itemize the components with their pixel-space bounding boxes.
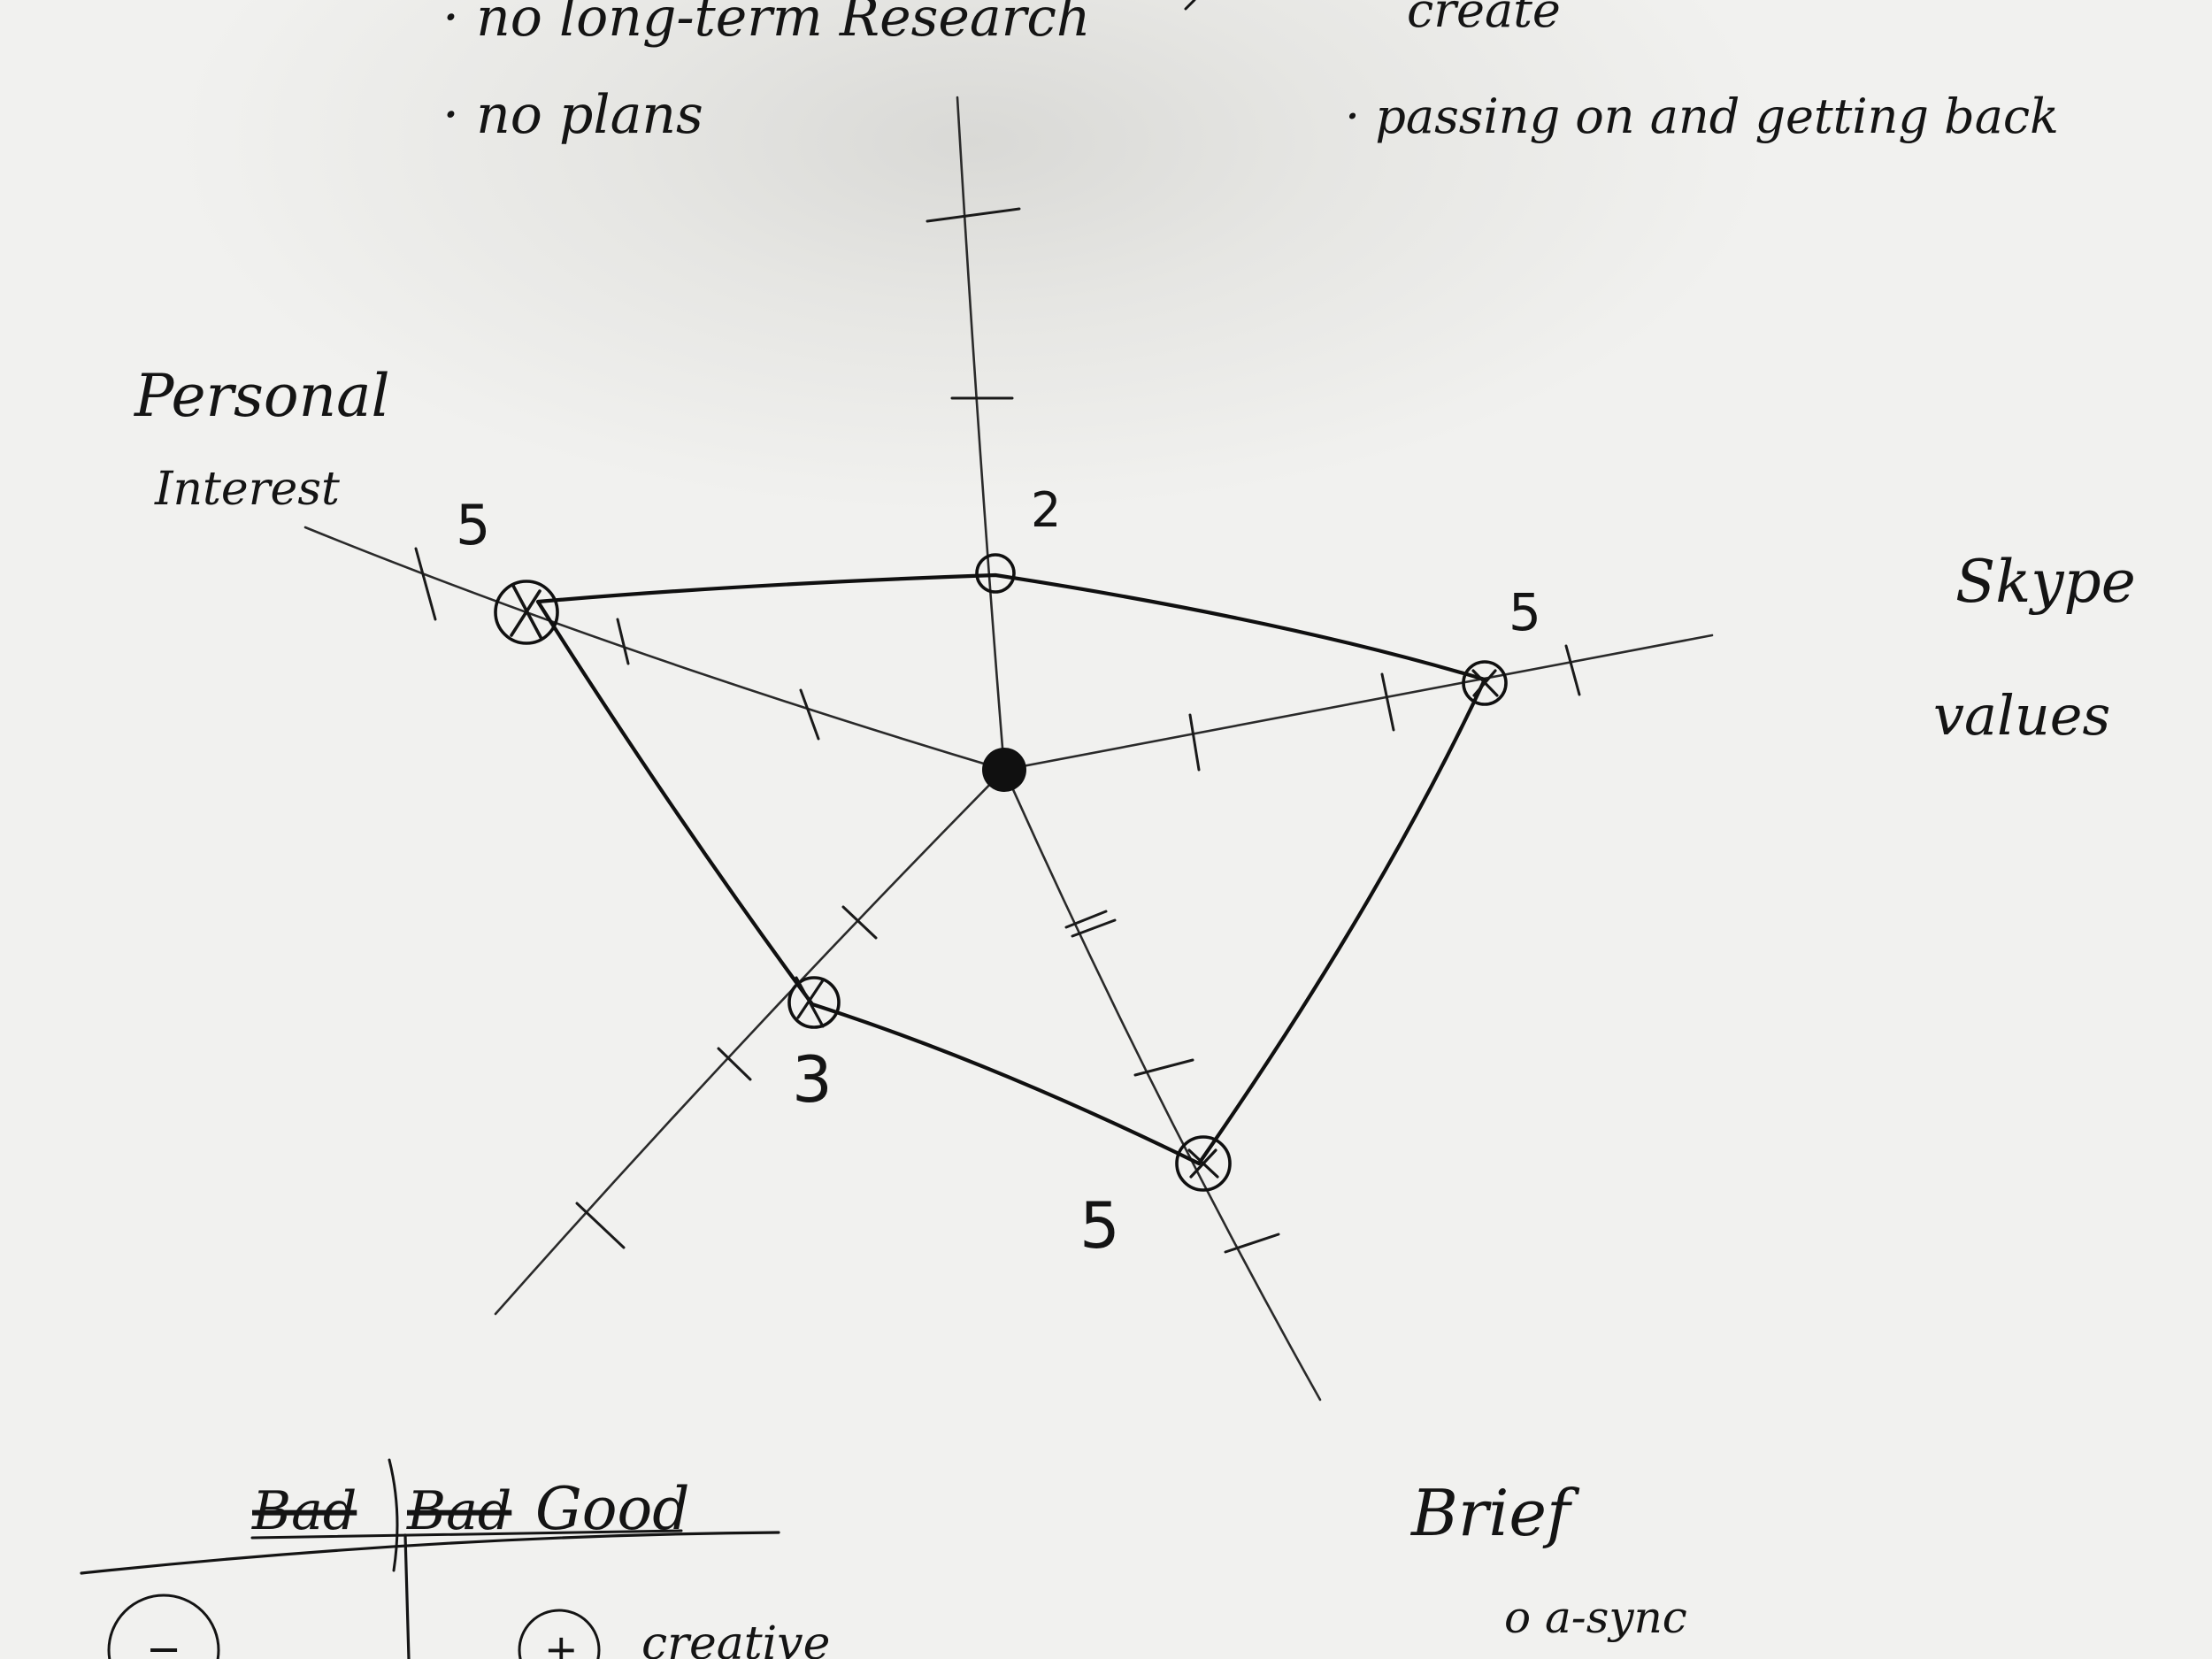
note-passing-on: · passing on and getting back	[1345, 88, 2059, 144]
plus-circle	[518, 1609, 601, 1659]
radar-vertex-markers	[494, 553, 1508, 1192]
header-struck-bad-2: Bad	[406, 1480, 511, 1542]
axis-top	[956, 96, 1006, 772]
axis-bottom-left	[494, 768, 1006, 1316]
tick	[575, 1202, 626, 1249]
tick	[616, 618, 630, 665]
header-divider-stroke	[388, 1458, 399, 1572]
tick	[1071, 918, 1117, 938]
note-create: create	[1407, 0, 1561, 38]
axis-personal-interest	[303, 526, 1006, 772]
radar-center-dot	[982, 748, 1026, 792]
value-brief: 5	[1079, 1188, 1120, 1263]
axis-skype-values	[1002, 634, 1714, 772]
minus-symbol: −	[146, 1624, 181, 1659]
vertex-marker-brief	[1175, 1135, 1232, 1192]
vertex-cross	[1471, 669, 1499, 697]
note-no-plans: · no plans	[442, 84, 703, 146]
axis-label-interest: Interest	[154, 463, 340, 516]
tick	[1188, 713, 1201, 772]
tick	[841, 905, 878, 940]
top-stroke-mark	[1184, 0, 1196, 11]
axis-brief	[1002, 768, 1322, 1402]
note-no-long-term-research: · no long-term Research	[442, 0, 1091, 49]
tick	[1133, 1058, 1194, 1077]
vertex-cross	[795, 976, 825, 1028]
tick	[926, 207, 1021, 223]
tick	[414, 547, 437, 621]
value-skype: 5	[1509, 582, 1541, 642]
tick	[1564, 644, 1581, 696]
value-bottom-left: 3	[792, 1042, 833, 1117]
value-personal-interest: 5	[456, 493, 490, 557]
tick	[1224, 1233, 1280, 1254]
header-underline	[250, 1529, 683, 1540]
axis-label-values: values	[1933, 683, 2110, 748]
label-brief: Brief	[1409, 1476, 1580, 1550]
header-struck-bad: Bad	[251, 1480, 357, 1542]
label-brief-item: o a-sync	[1504, 1592, 1687, 1643]
table-vertical-line	[403, 1533, 411, 1659]
minus-circle	[107, 1594, 220, 1659]
tick	[717, 1047, 752, 1081]
vertex-marker-top	[975, 553, 1016, 594]
vertex-marker-personal-interest	[494, 580, 559, 645]
item-creative: creative	[641, 1617, 830, 1659]
tick	[1380, 672, 1395, 732]
tick	[799, 688, 820, 741]
radar-axes	[303, 96, 1714, 1402]
vertex-marker-skype	[1462, 660, 1508, 706]
vertex-cross	[510, 584, 543, 641]
table-horizontal-line	[80, 1531, 780, 1575]
radar-ticks	[414, 207, 1581, 1254]
bottom-pros-cons-table: Bad Bad Good − + creative	[80, 1458, 830, 1659]
axis-label-skype: Skype	[1955, 548, 2136, 616]
vertex-cross	[1187, 1148, 1219, 1179]
radar-data-polygon	[535, 572, 1487, 1166]
axis-label-personal: Personal	[134, 362, 390, 430]
vertex-marker-bottom-left	[787, 976, 841, 1029]
value-top: 2	[1031, 482, 1061, 538]
tick	[1064, 910, 1108, 929]
plus-symbol: +	[544, 1625, 579, 1659]
